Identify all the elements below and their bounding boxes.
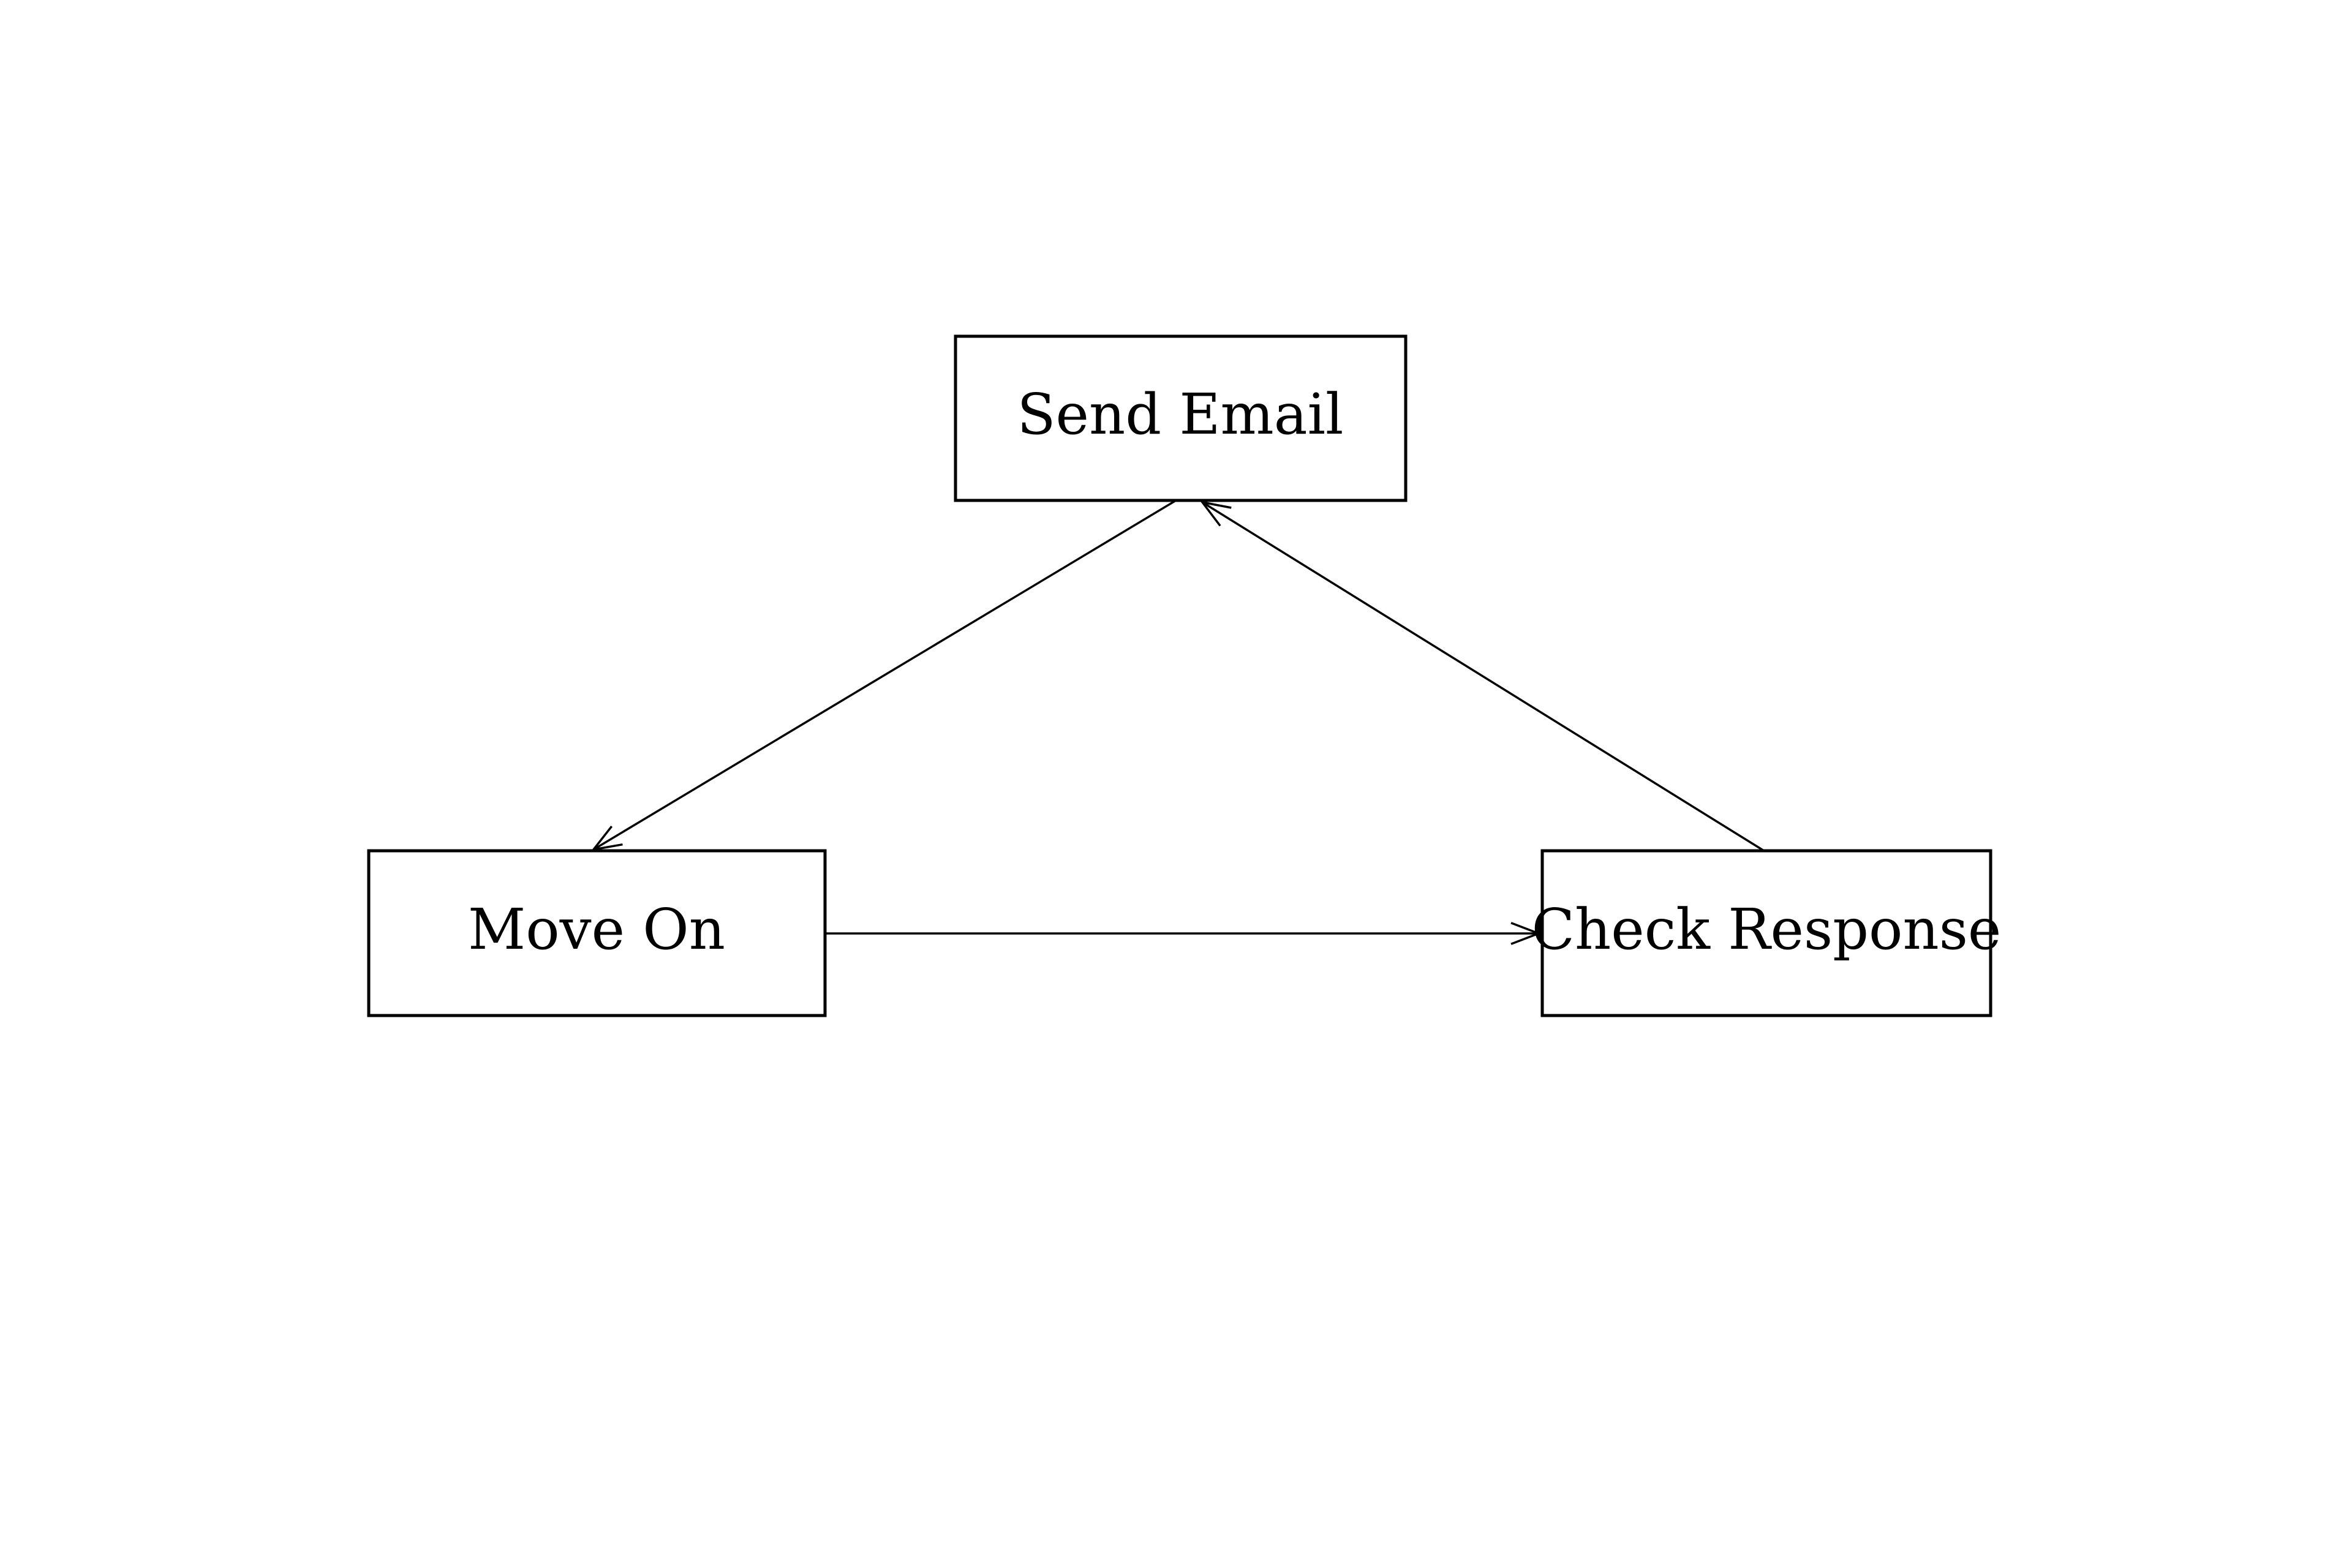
- node-move-on: Move On: [367, 849, 827, 1017]
- edge-send-email-to-move-on: [590, 499, 1177, 851]
- node-label: Move On: [468, 897, 725, 962]
- node-send-email: Send Email: [954, 334, 1408, 502]
- edge-move-on-to-check-response: [825, 922, 1542, 945]
- node-box: [367, 849, 827, 1017]
- edge-line: [1202, 501, 1765, 852]
- node-box: [954, 334, 1408, 502]
- node-label: Send Email: [1017, 382, 1344, 447]
- node-box: [1540, 849, 1992, 1017]
- arrowhead-icon: [1199, 500, 1232, 527]
- edge-check-response-to-send-email: [1199, 500, 1765, 852]
- arrowhead-icon: [1510, 922, 1542, 945]
- node-label: Check Response: [1532, 897, 2002, 962]
- edge-line: [593, 499, 1177, 851]
- node-check-response: Check Response: [1532, 849, 2002, 1017]
